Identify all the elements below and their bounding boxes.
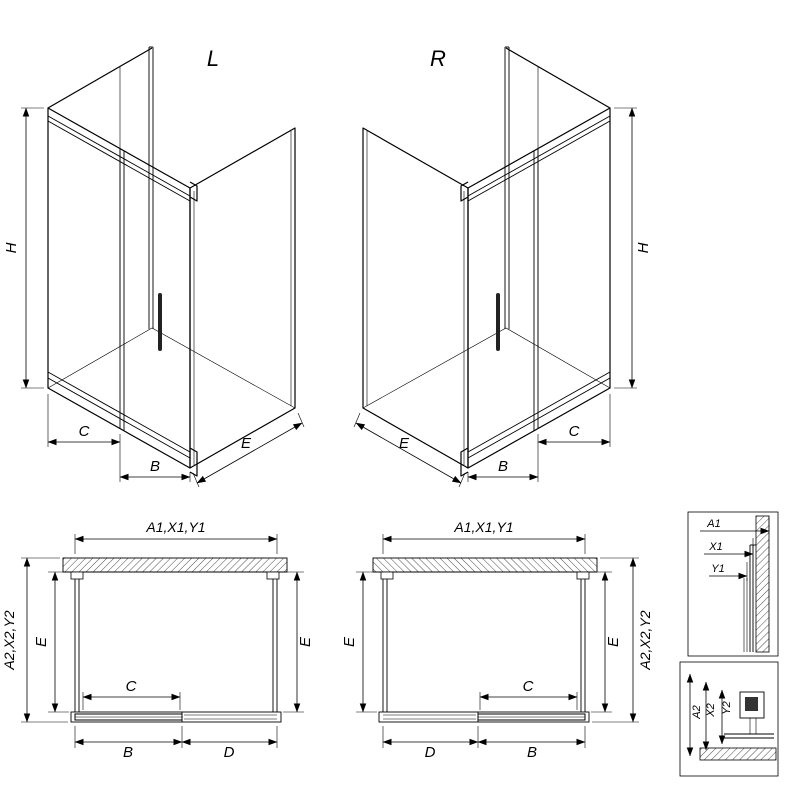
labels-iso-left: L H C B E — [3, 46, 252, 475]
dim-label-b-right: B — [498, 458, 508, 475]
plan-left-dim-e-left: E — [33, 636, 50, 647]
detail-view-top — [687, 511, 779, 657]
plan-left-dim-depth: A2,X2,Y2 — [1, 610, 17, 670]
dim-label-b-left: B — [150, 458, 160, 475]
detail-view-bottom — [679, 661, 779, 777]
labels-detail-top: A1 X1 Y1 — [706, 518, 724, 575]
detail-dim-a2: A2 — [691, 705, 703, 719]
detail-dim-y2: Y2 — [721, 701, 733, 714]
plan-left-dim-width: A1,X1,Y1 — [145, 519, 205, 535]
plan-right-dim-e-left: E — [341, 636, 358, 647]
view-label-right: R — [430, 46, 446, 71]
labels-plan-left: A1,X1,Y1 A2,X2,Y2 E E C B D — [1, 519, 314, 761]
labels-iso-right: R H E B C — [399, 46, 652, 475]
detail-dim-x1: X1 — [708, 541, 722, 553]
dim-label-h-right: H — [635, 242, 652, 253]
plan-right-dim-d: D — [425, 744, 436, 761]
plan-right-dim-c: C — [523, 678, 534, 695]
dim-label-h-left: H — [3, 242, 20, 253]
plan-left-dim-c: C — [126, 678, 137, 695]
plan-right-dim-e-right: E — [605, 636, 622, 647]
plan-left-dim-e-right: E — [297, 636, 314, 647]
labels-detail-bottom: A2 X2 Y2 — [691, 701, 733, 719]
labels-plan-right: A1,X1,Y1 A2,X2,Y2 E E C D B — [341, 519, 653, 761]
plan-right-dim-b: B — [527, 744, 537, 761]
plan-right-dim-width: A1,X1,Y1 — [453, 519, 513, 535]
dim-label-e-left: E — [241, 435, 252, 452]
dim-label-c-left: C — [79, 423, 90, 440]
detail-dim-x2: X2 — [705, 703, 717, 717]
dim-label-c-right: C — [569, 423, 580, 440]
plan-left-dim-b: B — [123, 744, 133, 761]
plan-right-dim-depth: A2,X2,Y2 — [637, 610, 653, 670]
dim-label-e-right: E — [399, 435, 410, 452]
detail-dim-y1: Y1 — [711, 563, 724, 575]
detail-dim-a1: A1 — [706, 518, 720, 530]
view-label-left: L — [207, 46, 219, 71]
plan-left-dim-d: D — [224, 744, 235, 761]
